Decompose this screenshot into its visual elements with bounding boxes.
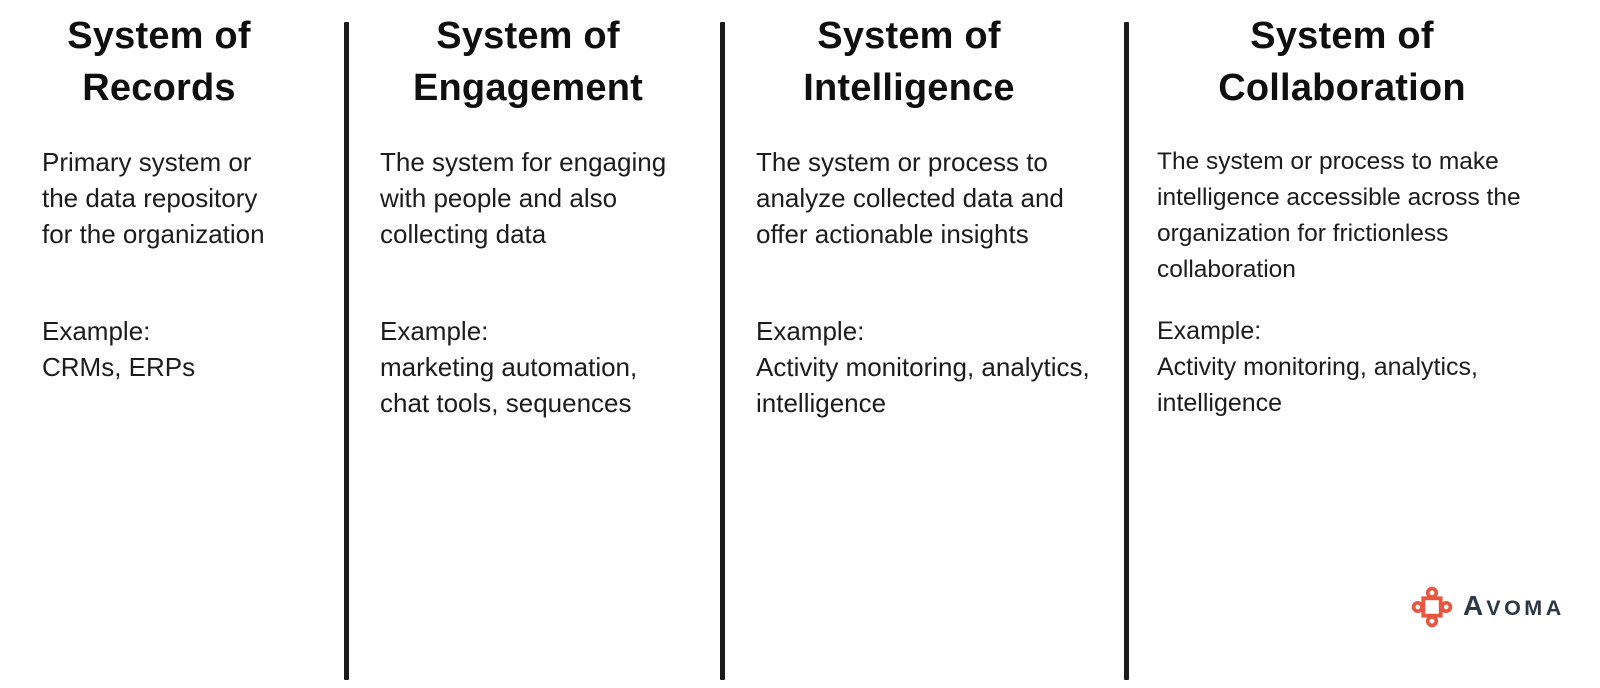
example-block: Example: CRMs, ERPs: [0, 313, 318, 385]
column-description: The system or process to analyze collect…: [756, 147, 1064, 249]
example-items: CRMs, ERPs: [42, 352, 196, 382]
example-label: Example:: [756, 316, 865, 346]
avoma-wordmark-rest: VOMA: [1486, 595, 1565, 620]
column-system-of-records: System of Records Primary system or the …: [0, 0, 318, 385]
avoma-wordmark-initial: A: [1463, 589, 1487, 621]
avoma-meeting-table-icon: [1411, 586, 1453, 628]
column-divider: [720, 22, 725, 680]
column-divider: [344, 22, 349, 680]
column-system-of-collaboration: System of Collaboration The system or pr…: [1132, 0, 1552, 421]
column-system-of-intelligence: System of Intelligence The system or pro…: [728, 0, 1090, 421]
column-title: System of Collaboration: [1218, 15, 1466, 109]
example-label: Example:: [380, 316, 489, 346]
example-block: Example: Activity monitoring, analytics,…: [1132, 313, 1552, 421]
example-items: Activity monitoring, analytics, intellig…: [756, 352, 1090, 418]
example-block: Example: marketing automation, chat tool…: [350, 313, 706, 421]
example-label: Example:: [1157, 317, 1262, 345]
column-title: System of Engagement: [412, 15, 644, 109]
example-label: Example:: [42, 316, 151, 346]
column-description: Primary system or the data repository fo…: [42, 147, 265, 249]
column-divider: [1124, 22, 1129, 680]
example-block: Example: Activity monitoring, analytics,…: [728, 313, 1090, 421]
column-title: System of Records: [67, 15, 251, 109]
example-items: Activity monitoring, analytics, intellig…: [1157, 353, 1478, 417]
column-description: The system for engaging with people and …: [380, 147, 667, 249]
example-items: marketing automation, chat tools, sequen…: [380, 352, 638, 418]
column-title: System of Intelligence: [803, 15, 1015, 109]
column-description: The system or process to make intelligen…: [1157, 148, 1521, 283]
column-system-of-engagement: System of Engagement The system for enga…: [350, 0, 706, 421]
